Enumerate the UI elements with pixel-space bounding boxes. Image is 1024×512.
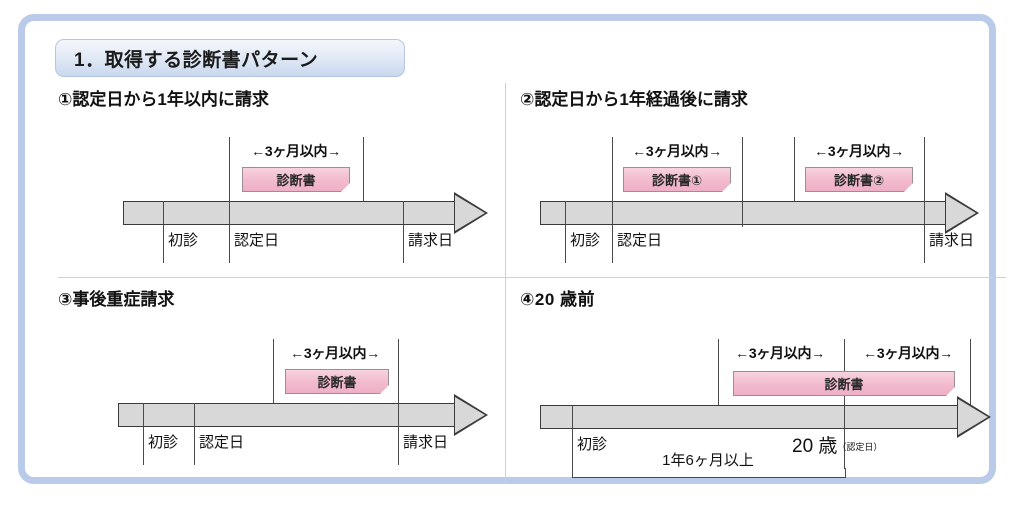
panel-4-age20-value: 20 歳 xyxy=(792,436,838,457)
panel-2-certificate-2: 診断書② xyxy=(805,167,913,192)
panel-1-guide-end xyxy=(363,137,364,213)
panel-1-tick-nintei xyxy=(229,201,230,263)
fold-corner-icon xyxy=(380,385,389,394)
panel-3-guide-end xyxy=(398,339,399,415)
panel-2-certificate-2-label: 診断書② xyxy=(833,173,884,188)
panel-4-span-3months-2: ←3ヶ月以内→ xyxy=(863,345,953,361)
panel-3-label-seikyu: 請求日 xyxy=(403,434,449,451)
horizontal-divider xyxy=(58,277,1006,278)
panel-1-certificate-label: 診断書 xyxy=(276,173,316,188)
panel-1-title: ①認定日から1年以内に請求 xyxy=(58,90,269,109)
panel-3-tick-shoshin xyxy=(143,403,144,465)
panel-2-guide-a-end xyxy=(742,137,743,213)
panel-2-guide-b-end xyxy=(924,137,925,213)
panel-2-guide-b-start xyxy=(794,137,795,213)
panel-2-tick-mid xyxy=(742,201,743,227)
header-tab: 1．取得する診断書パターン xyxy=(55,39,405,77)
panel-3-certificate-label: 診断書 xyxy=(317,375,357,390)
panel-4-bracket-label: 1年6ヶ月以上 xyxy=(662,452,754,469)
outer-frame: 1．取得する診断書パターン ①認定日から1年以内に請求 ←3ヶ月以内→ 診断書 xyxy=(18,14,1006,484)
panel-3-timeline xyxy=(118,394,488,436)
panel-3-span-3months: ←3ヶ月以内→ xyxy=(290,345,380,361)
panel-3-guide-start xyxy=(273,339,274,415)
panel-2-label-shoshin: 初診 xyxy=(570,232,601,249)
panel-2-timeline xyxy=(540,192,980,234)
fold-corner-icon xyxy=(722,183,731,192)
panel-4-age20-note: （認定日） xyxy=(837,442,883,452)
panel-1-guide-start xyxy=(229,137,230,213)
fold-corner-icon xyxy=(904,183,913,192)
panel-4-guide-end xyxy=(970,339,971,417)
fold-corner-icon xyxy=(341,183,350,192)
panel-4-bracket xyxy=(572,468,846,478)
panel-1-label-shoshin: 初診 xyxy=(168,232,199,249)
page-title: 1．取得する診断書パターン xyxy=(74,49,319,71)
panel-2-span-3months-1: ←3ヶ月以内→ xyxy=(632,143,722,159)
panel-4-certificate-label: 診断書 xyxy=(824,377,864,392)
panel-2-guide-a-start xyxy=(612,137,613,213)
timeline-arrowhead-fill xyxy=(455,397,485,433)
panel-1-tick-shoshin xyxy=(163,201,164,263)
panel-2-certificate-1: 診断書① xyxy=(623,167,731,192)
panel-2-tick-shoshin xyxy=(565,201,566,263)
timeline-bar xyxy=(540,201,946,225)
panel-4-tick-shoshin xyxy=(572,405,573,469)
panel-2-title: ②認定日から1年経過後に請求 xyxy=(520,90,748,109)
panel-3-title: ③事後重症請求 xyxy=(58,290,175,309)
panel-1-tick-seikyu xyxy=(403,201,404,263)
timeline-arrowhead-fill xyxy=(958,399,988,435)
panel-4-title: ④20 歳前 xyxy=(520,290,596,309)
panel-4-guide-start xyxy=(718,339,719,417)
panel-4-tick-age20 xyxy=(844,405,845,469)
panel-3-label-nintei: 認定日 xyxy=(199,434,245,451)
panel-3: ③事後重症請求 ←3ヶ月以内→ 診断書 初診 認定日 xyxy=(58,283,498,488)
panel-4-timeline xyxy=(540,396,991,438)
fold-corner-icon xyxy=(946,387,955,396)
timeline-bar xyxy=(123,201,455,225)
panel-1: ①認定日から1年以内に請求 ←3ヶ月以内→ 診断書 初診 xyxy=(58,83,498,273)
panel-3-label-shoshin: 初診 xyxy=(148,434,179,451)
timeline-arrowhead-fill xyxy=(455,195,485,231)
panel-4: ④20 歳前 ←3ヶ月以内→ ←3ヶ月以内→ 診断書 初診 xyxy=(520,283,1000,488)
panel-1-label-nintei: 認定日 xyxy=(234,232,280,249)
panel-1-span-3months: ←3ヶ月以内→ xyxy=(251,143,341,159)
panel-2-certificate-1-label: 診断書① xyxy=(651,173,702,188)
panel-1-timeline xyxy=(123,192,488,234)
panel-2-tick-seikyu xyxy=(924,201,925,263)
panel-2-tick-nintei xyxy=(612,201,613,263)
panel-3-tick-nintei xyxy=(194,403,195,465)
panel-2-label-nintei: 認定日 xyxy=(617,232,663,249)
panel-1-label-seikyu: 請求日 xyxy=(408,232,454,249)
panel-2: ②認定日から1年経過後に請求 ←3ヶ月以内→ ←3ヶ月以内→ 診断書① 診断書② xyxy=(520,83,1000,273)
panel-4-label-shoshin: 初診 xyxy=(577,436,608,453)
panel-3-tick-seikyu xyxy=(398,403,399,465)
panel-4-label-age20: 20 歳（認定日） xyxy=(792,431,882,458)
panel-2-span-3months-2: ←3ヶ月以内→ xyxy=(814,143,904,159)
timeline-bar xyxy=(118,403,455,427)
timeline-bar xyxy=(540,405,958,429)
panel-2-label-seikyu: 請求日 xyxy=(929,232,975,249)
panel-4-certificate: 診断書 xyxy=(733,371,955,396)
panel-3-certificate: 診断書 xyxy=(285,369,389,394)
timeline-arrowhead-fill xyxy=(946,195,976,231)
panel-grid: ①認定日から1年以内に請求 ←3ヶ月以内→ 診断書 初診 xyxy=(50,83,1014,495)
panel-1-certificate: 診断書 xyxy=(242,167,350,192)
vertical-divider xyxy=(505,83,506,483)
panel-4-span-3months-1: ←3ヶ月以内→ xyxy=(735,345,825,361)
